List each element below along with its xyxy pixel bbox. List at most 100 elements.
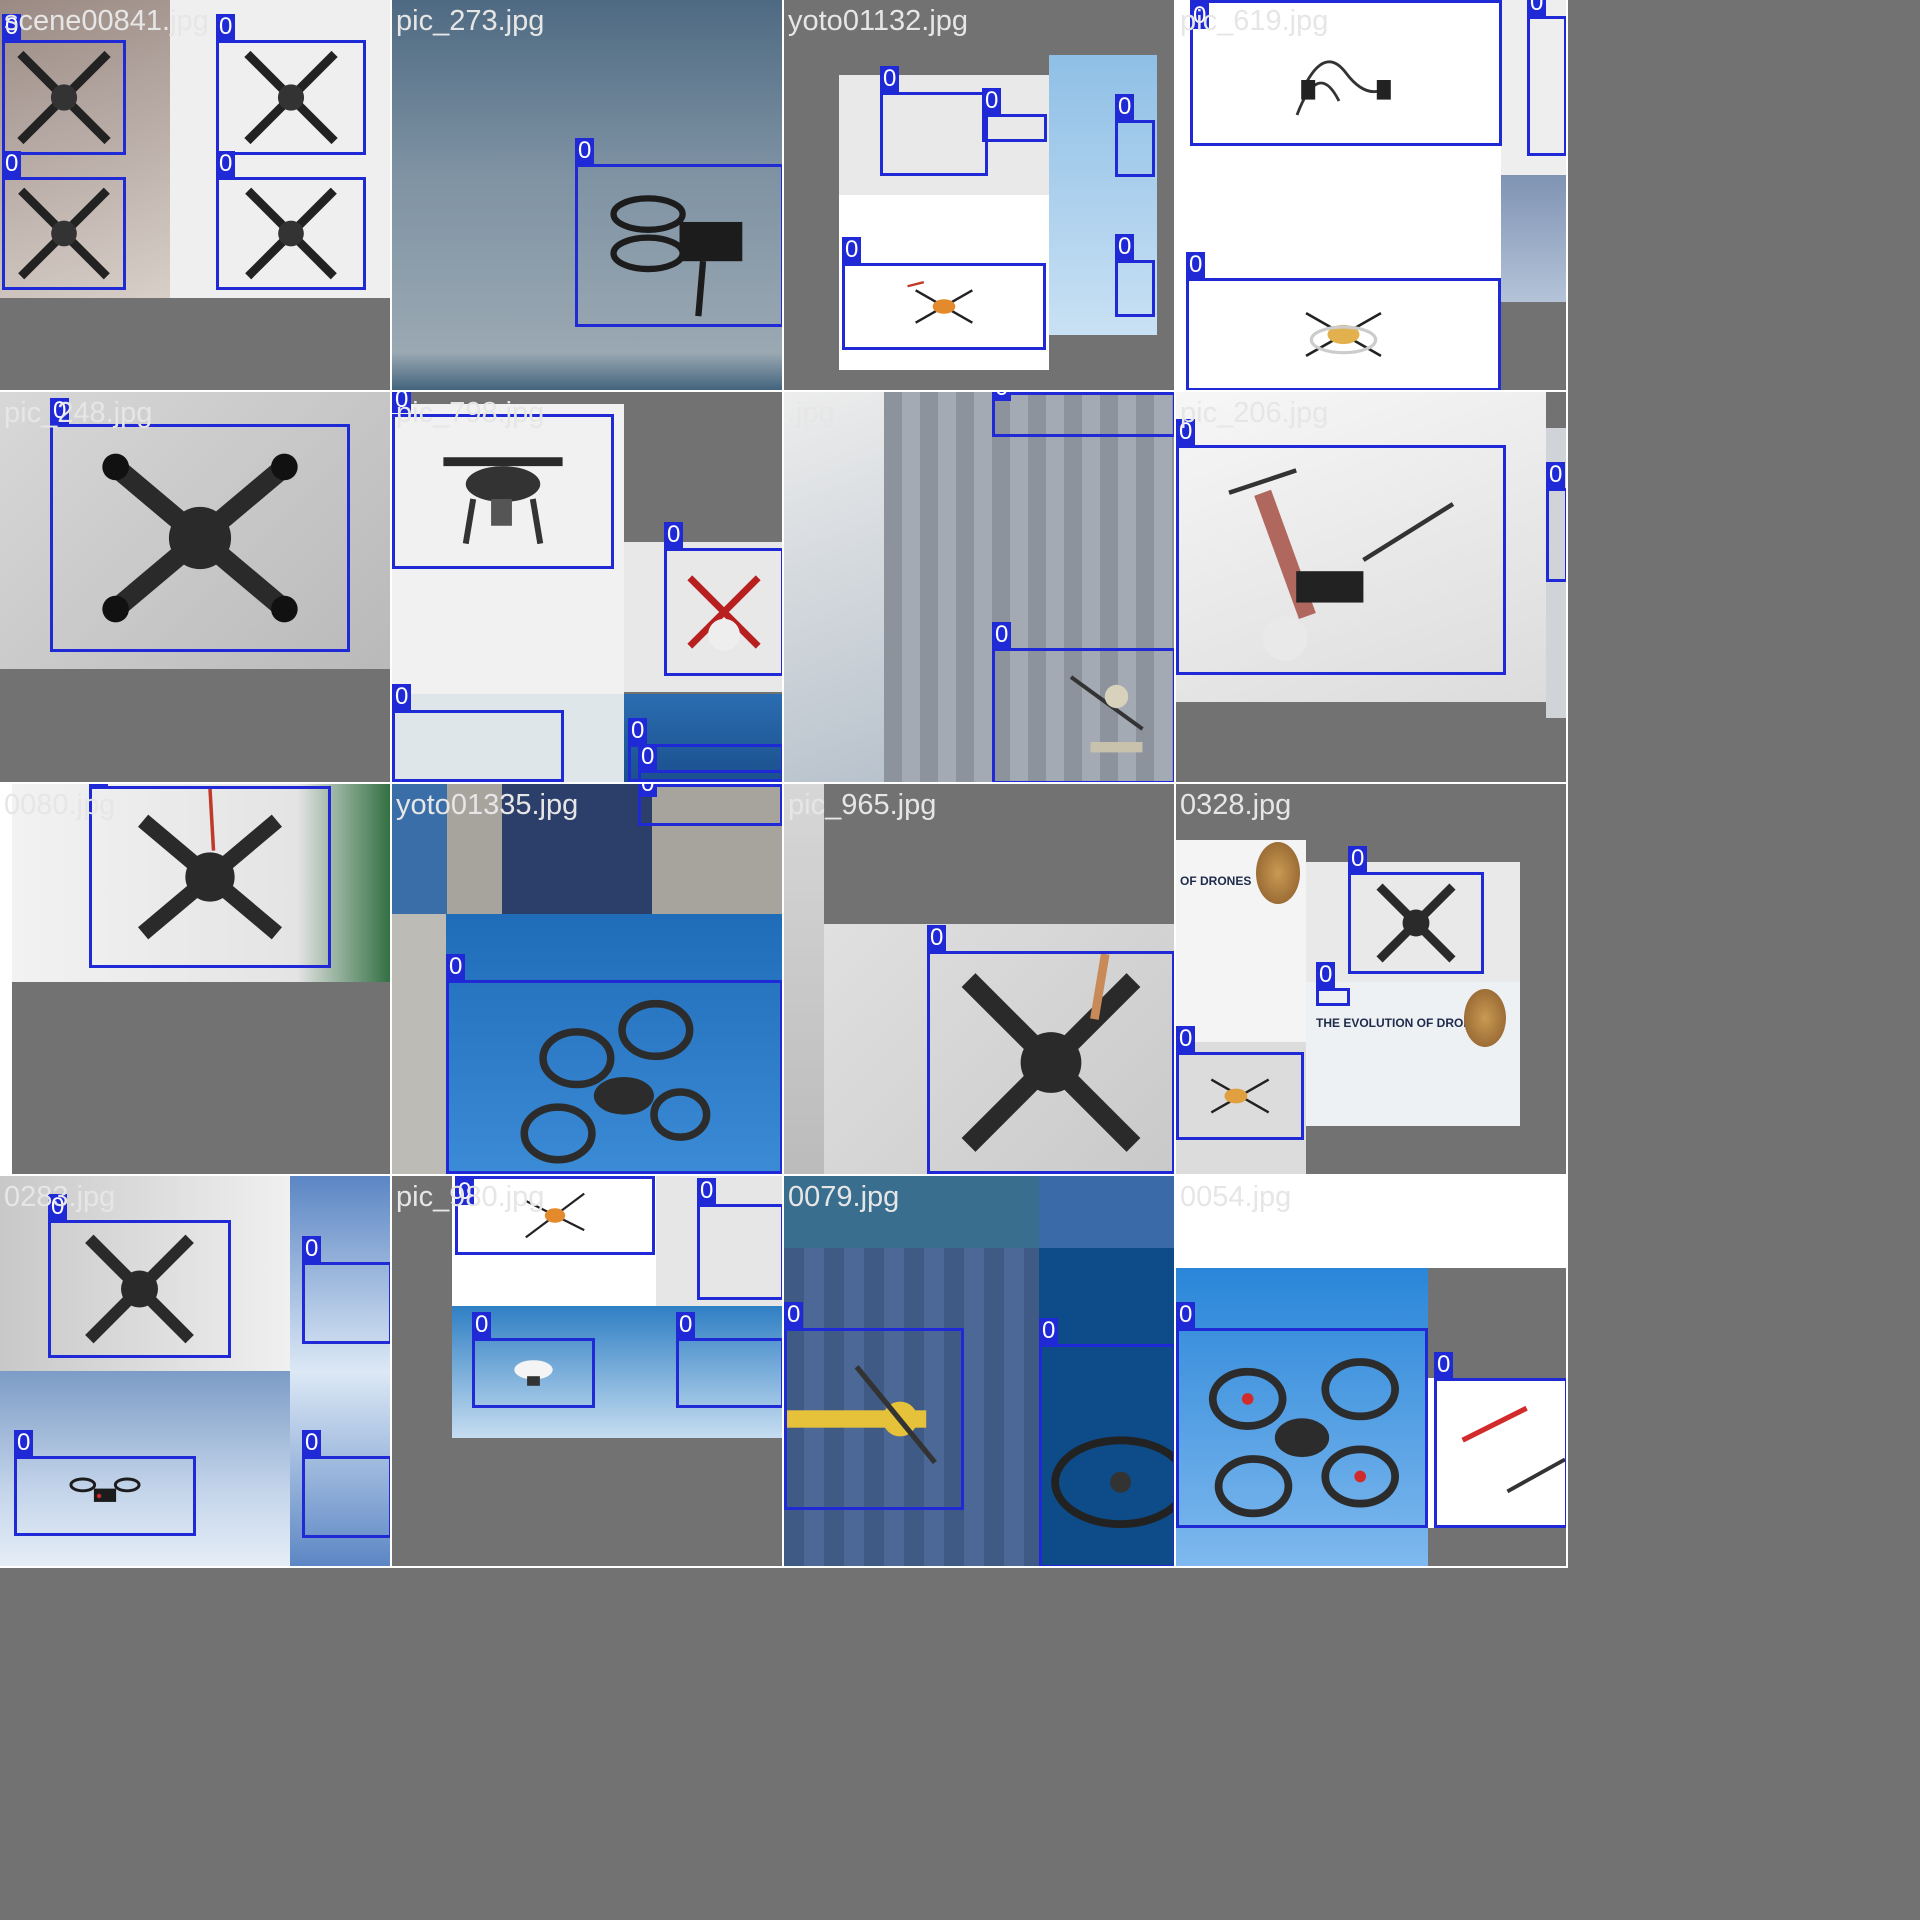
class-label: 0 (628, 718, 648, 744)
drone-icon (1228, 468, 1455, 661)
detection-box: 0 (982, 88, 1047, 142)
image-filename: scene00841.jpg (4, 5, 209, 37)
mosaic-tile: 0328.jpg OF DRONES THE EVOLUTION OF DRON… (1176, 784, 1568, 1176)
class-label: 0 (1176, 419, 1196, 445)
photo (446, 914, 782, 1174)
detection-box: 0 (2, 151, 126, 290)
class-label: 0 (1176, 1302, 1196, 1328)
detection-box: 0 (89, 784, 331, 968)
photo (784, 784, 824, 1174)
detection-box: 0 (638, 784, 782, 826)
drone-icon (138, 789, 282, 940)
detection-box: 0 (446, 954, 782, 1174)
image-filename: pic_619.jpg (1180, 5, 1329, 37)
class-label: 0 (638, 784, 658, 797)
class-label: 0 (1190, 3, 1210, 29)
image-filename: 0054.jpg (1180, 1181, 1292, 1213)
detection-box: 0 (842, 237, 1046, 350)
image-filename: yoto01132.jpg (788, 5, 969, 37)
photo (392, 694, 624, 782)
image-filename: .jpg (788, 397, 835, 429)
mosaic-tile: pic_619.jpg 0 0 0 (1176, 0, 1568, 392)
photo (1049, 55, 1157, 335)
class-label: 0 (1115, 94, 1135, 120)
detection-box: 0 (48, 1194, 231, 1358)
photo (1501, 175, 1566, 302)
class-label: 0 (48, 1194, 68, 1220)
class-label: 0 (89, 784, 109, 786)
class-label: 0 (1186, 252, 1206, 278)
class-label: 0 (664, 522, 684, 548)
drone-icon (907, 281, 973, 324)
detection-box: 0 (664, 522, 782, 676)
class-label: 0 (880, 66, 900, 92)
class-label: 0 (216, 151, 236, 177)
drone-icon (687, 575, 761, 651)
photo (392, 914, 446, 1174)
drone-icon (787, 1365, 937, 1465)
class-label: 0 (927, 925, 947, 951)
detection-box: 0 (992, 392, 1174, 437)
class-label: 0 (2, 151, 22, 177)
photo (839, 195, 1049, 370)
detection-box: 0 (1186, 252, 1501, 390)
detection-box: 0 (50, 398, 350, 652)
class-label: 0 (472, 1312, 492, 1338)
detection-box: 0 (638, 744, 782, 782)
class-label: 0 (1527, 0, 1547, 16)
detection-box: 0 (392, 392, 614, 569)
drone-icon (1305, 311, 1382, 358)
image-filename: 0080.jpg (4, 789, 116, 821)
drone-icon (1210, 1078, 1270, 1114)
mosaic-tile: 0080.jpg 0 (0, 784, 392, 1176)
drone-icon (69, 1477, 141, 1502)
detection-box: 0 (302, 1236, 390, 1344)
detection-box: 0 (628, 718, 782, 782)
class-label: 0 (1039, 1318, 1059, 1344)
mosaic-tile: 0283.jpg 0 0 0 0 (0, 1176, 392, 1568)
photo (0, 0, 170, 298)
mosaic-tile: pic_273.jpg 0 (392, 0, 784, 392)
photo (0, 784, 12, 1174)
drone-icon (18, 187, 110, 280)
balloon-icon (1256, 842, 1300, 904)
class-label: 0 (446, 954, 466, 980)
class-label: 0 (575, 138, 595, 164)
class-label: 0 (992, 622, 1012, 648)
detection-box: 0 (14, 1430, 196, 1536)
photo (1176, 1176, 1566, 1268)
detection-box: 0 (676, 1312, 782, 1408)
detection-box: 0 (1176, 419, 1506, 675)
detection-box: 0 (880, 66, 988, 176)
photo (1039, 1176, 1174, 1248)
image-filename: yoto01335.jpg (396, 789, 579, 821)
photo (1501, 0, 1566, 175)
detection-box: 0 (472, 1312, 595, 1408)
drone-icon (1069, 675, 1144, 753)
mosaic-tile: scene00841.jpg 0 0 0 0 (0, 0, 392, 392)
drone-icon (961, 954, 1141, 1152)
drone-icon (1295, 60, 1391, 116)
class-label: 0 (982, 88, 1002, 114)
class-label: 0 (676, 1312, 696, 1338)
detection-mosaic: scene00841.jpg 0 0 0 0 pic_273.jpg 0 yot… (0, 0, 1568, 1568)
image-filename: pic_248.jpg (4, 397, 153, 429)
class-label: 0 (842, 237, 862, 263)
drone-icon (520, 999, 711, 1164)
photo (452, 1306, 782, 1438)
photo (1546, 428, 1566, 718)
class-label: 0 (1348, 846, 1368, 872)
detection-box: 0 (697, 1178, 782, 1300)
drone-icon (245, 187, 337, 280)
image-filename: 0328.jpg (1180, 789, 1292, 821)
drone-icon (85, 1234, 194, 1344)
class-label: 0 (1434, 1352, 1454, 1378)
detection-box: 0 (1115, 94, 1155, 177)
class-label: 0 (392, 392, 412, 413)
detection-box: 0 (1190, 0, 1502, 146)
drone-icon (1376, 883, 1456, 963)
poster-heading: THE EVOLUTION OF DRONES (1316, 1016, 1489, 1030)
image-filename: pic_965.jpg (788, 789, 937, 821)
detection-box: 0 (1546, 462, 1566, 582)
detection-box: 0 (1527, 0, 1566, 156)
